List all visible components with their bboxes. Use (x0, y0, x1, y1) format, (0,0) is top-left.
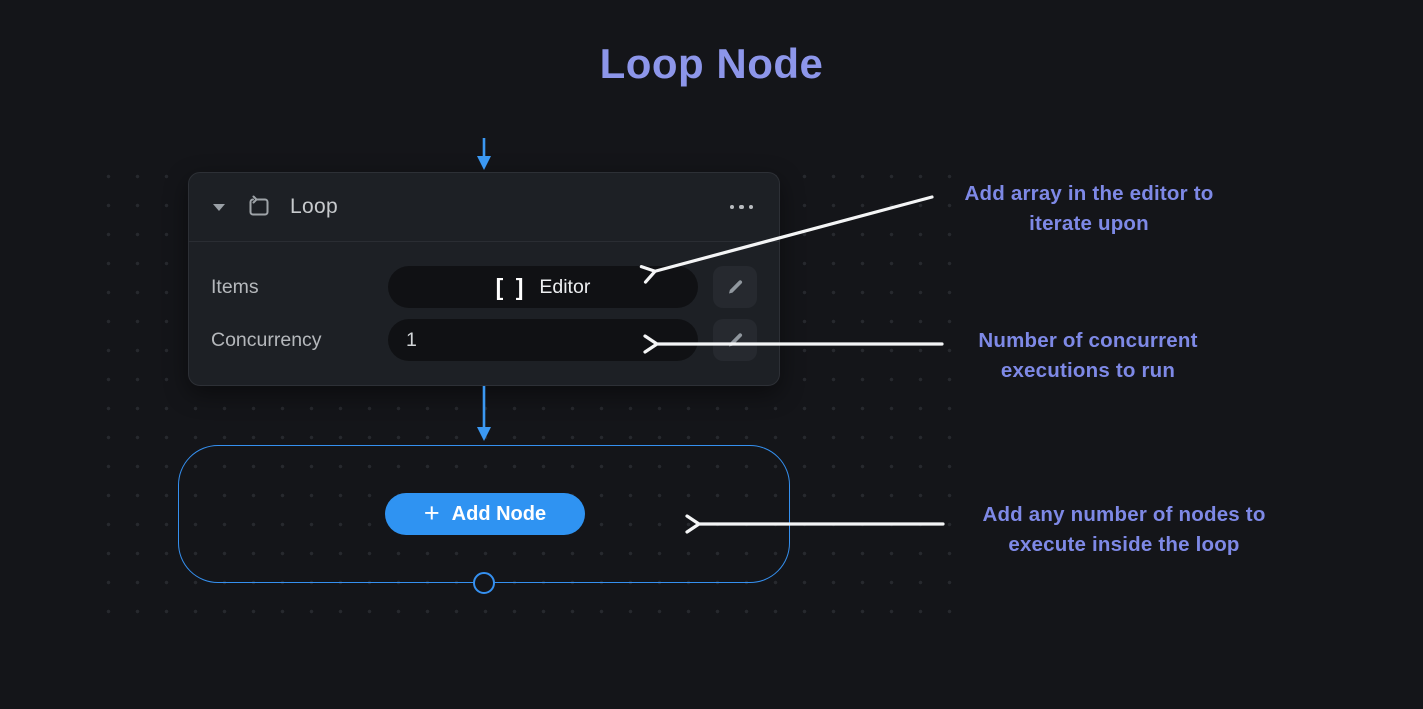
items-field-row: Items [ ] Editor (211, 266, 757, 308)
loop-node-card[interactable]: Loop Items [ ] Editor Concurrency (188, 172, 780, 386)
annotation-loop-body-line1: Add any number of nodes to (982, 503, 1266, 526)
more-options-icon[interactable] (726, 201, 758, 214)
pencil-icon (728, 332, 742, 346)
concurrency-value: 1 (406, 328, 417, 351)
loop-node-body: Items [ ] Editor Concurrency 1 (189, 242, 779, 361)
annotation-items-line1: Add array in the editor to (964, 182, 1214, 205)
items-editor-label: Editor (539, 275, 591, 298)
concurrency-edit-button[interactable] (713, 319, 757, 361)
loop-node-header: Loop (189, 173, 779, 242)
annotation-concurrency-line1: Number of concurrent (978, 329, 1198, 352)
items-edit-button[interactable] (713, 266, 757, 308)
annotation-concurrency: Number of concurrent executions to run (938, 326, 1238, 386)
annotation-loop-body-line2: execute inside the loop (1008, 533, 1240, 556)
concurrency-label: Concurrency (211, 328, 322, 351)
annotation-concurrency-line2: executions to run (1000, 359, 1176, 382)
items-label: Items (211, 275, 259, 298)
collapse-button[interactable] (211, 202, 227, 213)
annotation-items-line2: iterate upon (1029, 212, 1149, 235)
concurrency-field-row: Concurrency 1 (211, 319, 757, 361)
loop-icon (247, 195, 271, 219)
add-node-label: Add Node (451, 502, 547, 525)
page-title: Loop Node (599, 40, 824, 87)
annotation-items: Add array in the editor to iterate upon (929, 179, 1249, 239)
node-title: Loop (290, 195, 338, 218)
plus-icon: + (423, 497, 440, 528)
output-port-handle[interactable] (473, 572, 495, 594)
annotation-loop-body: Add any number of nodes to execute insid… (954, 500, 1294, 560)
pencil-icon (728, 279, 742, 293)
items-editor-field[interactable]: [ ] Editor (388, 266, 698, 308)
array-brackets-icon: [ ] (495, 273, 527, 300)
chevron-down-icon (213, 203, 225, 211)
concurrency-field[interactable]: 1 (388, 319, 698, 361)
add-node-button[interactable]: + Add Node (385, 493, 585, 535)
